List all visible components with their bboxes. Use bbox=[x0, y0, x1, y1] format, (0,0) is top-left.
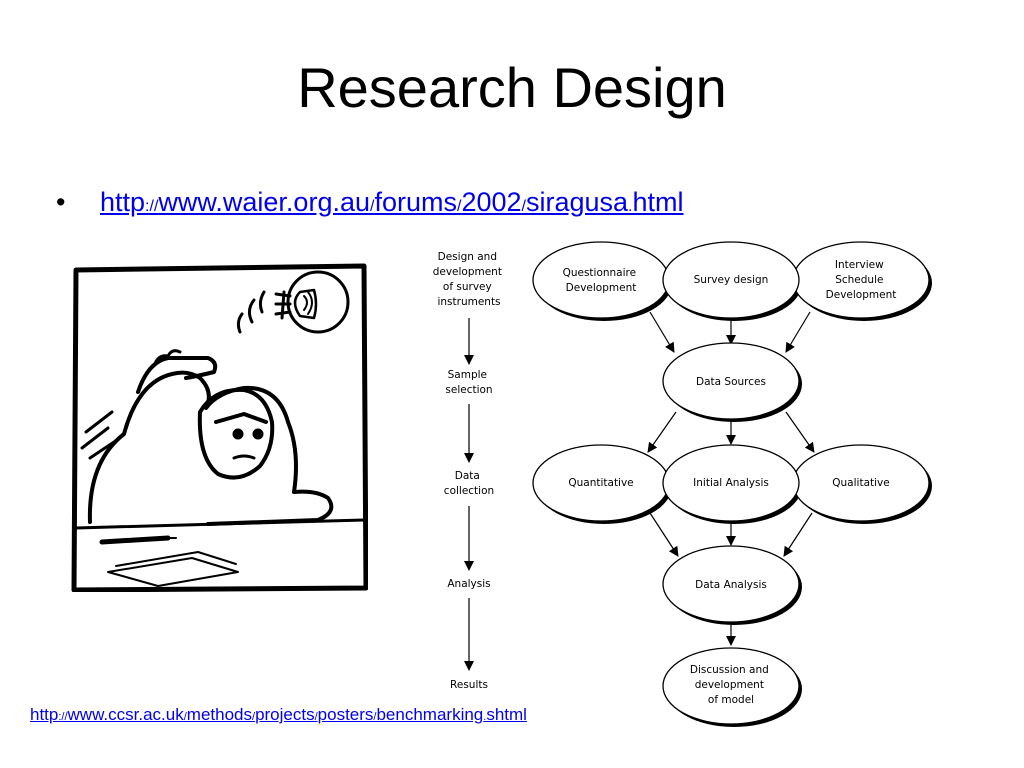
thinking-person-cartoon-image bbox=[71, 263, 368, 592]
step-analysis: Analysis bbox=[447, 578, 490, 590]
label-discussion: Discussion and development of model bbox=[690, 664, 772, 706]
waier-link[interactable]: http://www.waier.org.au/forums/2002/sira… bbox=[100, 187, 684, 217]
bullet-marker: • bbox=[56, 187, 66, 217]
label-questionnaire: Questionnaire Development bbox=[563, 267, 640, 294]
arrow-qualitative-analysis bbox=[783, 512, 813, 557]
label-survey: Survey design bbox=[694, 274, 769, 286]
node-discussion bbox=[662, 647, 800, 725]
research-design-flow-diagram: Design and development of survey instrum… bbox=[433, 241, 930, 725]
source-link-row: http://www.ccsr.ac.uk/methods/projects/p… bbox=[30, 704, 527, 728]
arrow-questionnaire-sources bbox=[649, 311, 675, 353]
label-analysis: Data Analysis bbox=[695, 579, 767, 591]
node-sources bbox=[662, 342, 800, 420]
step-design-instruments: Design and development of survey instrum… bbox=[433, 251, 506, 308]
node-initial bbox=[662, 444, 800, 522]
arrow-sources-quantitative bbox=[647, 411, 677, 453]
ccsr-link[interactable]: http://www.ccsr.ac.uk/methods/projects/p… bbox=[30, 705, 527, 724]
label-qualitative: Qualitative bbox=[832, 477, 889, 489]
node-analysis bbox=[662, 545, 800, 623]
arrow-interview-sources bbox=[785, 311, 811, 353]
step-data-collection: Data collection bbox=[444, 470, 494, 497]
label-interview: Interview Schedule Development bbox=[826, 259, 897, 301]
arrow-quantitative-analysis bbox=[649, 512, 679, 557]
label-quantitative: Quantitative bbox=[568, 477, 633, 489]
arrow-sources-qualitative bbox=[785, 411, 815, 453]
label-initial: Initial Analysis bbox=[693, 477, 769, 489]
bullet-item: • http://www.waier.org.au/forums/2002/sir… bbox=[56, 184, 684, 220]
linear-flow: Design and development of survey instrum… bbox=[433, 251, 506, 691]
node-questionnaire bbox=[532, 241, 670, 319]
network-flow: Questionnaire Development Survey design … bbox=[532, 241, 930, 725]
slide-title: Research Design bbox=[297, 56, 727, 119]
step-sample-selection: Sample selection bbox=[445, 369, 492, 396]
step-results: Results bbox=[450, 679, 488, 691]
node-survey bbox=[662, 241, 800, 319]
label-sources: Data Sources bbox=[696, 376, 766, 388]
